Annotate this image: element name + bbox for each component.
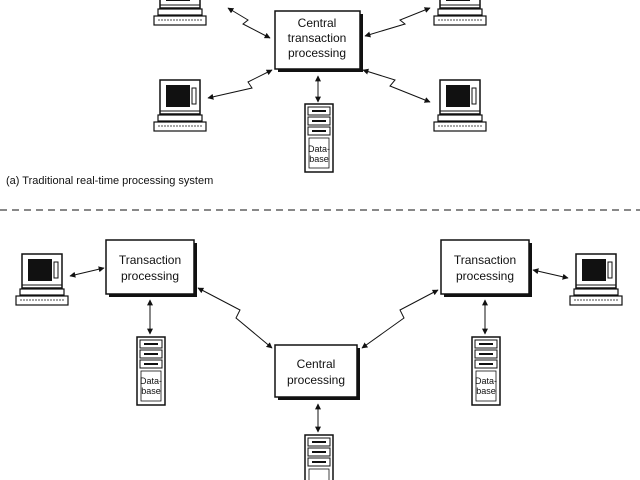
right-transaction-processing-box: Transaction processing bbox=[440, 239, 532, 297]
left-db-line2: base bbox=[141, 386, 161, 396]
central-a-line1: Central bbox=[298, 16, 337, 30]
central-a-line2: transaction bbox=[288, 31, 347, 45]
terminal-mid-right-icon bbox=[433, 79, 487, 132]
link-a-mid-left bbox=[207, 69, 273, 100]
terminal-mid-left-icon bbox=[153, 79, 207, 132]
database-a-line1: Data- bbox=[308, 144, 330, 154]
left-transaction-processing-box: Transaction processing bbox=[105, 239, 197, 297]
terminal-top-right-icon bbox=[433, 0, 487, 26]
link-b-right-terminal bbox=[532, 268, 569, 280]
right-db-line1: Data- bbox=[475, 376, 497, 386]
right-tp-line1: Transaction bbox=[454, 253, 516, 267]
left-tp-line2: processing bbox=[121, 269, 179, 283]
caption-a: (a) Traditional real-time processing sys… bbox=[6, 175, 213, 187]
central-transaction-processing-box: Central transaction processing bbox=[274, 10, 363, 72]
central-b-line2: processing bbox=[287, 373, 345, 387]
terminal-top-left-icon bbox=[153, 0, 207, 26]
central-b-line1: Central bbox=[297, 357, 336, 371]
link-b-left-central bbox=[197, 287, 273, 349]
database-a-line2: base bbox=[309, 154, 329, 164]
central-a-line3: processing bbox=[288, 46, 346, 60]
link-a-mid-right bbox=[362, 68, 431, 103]
database-b-central-icon bbox=[304, 434, 334, 480]
link-b-right-central bbox=[361, 289, 439, 349]
right-db-line2: base bbox=[476, 386, 496, 396]
central-processing-box: Central processing bbox=[274, 344, 360, 400]
left-db-line1: Data- bbox=[140, 376, 162, 386]
database-a-icon: Data- base bbox=[304, 103, 334, 173]
terminal-b-left-icon bbox=[15, 253, 69, 306]
right-tp-line2: processing bbox=[456, 269, 514, 283]
terminal-b-right-icon bbox=[569, 253, 623, 306]
left-tp-line1: Transaction bbox=[119, 253, 181, 267]
link-b-left-terminal bbox=[69, 266, 105, 278]
link-a-top-right bbox=[364, 7, 431, 38]
database-b-right-icon: Data- base bbox=[471, 336, 501, 406]
database-b-left-icon: Data- base bbox=[136, 336, 166, 406]
link-a-top-left bbox=[227, 7, 271, 39]
